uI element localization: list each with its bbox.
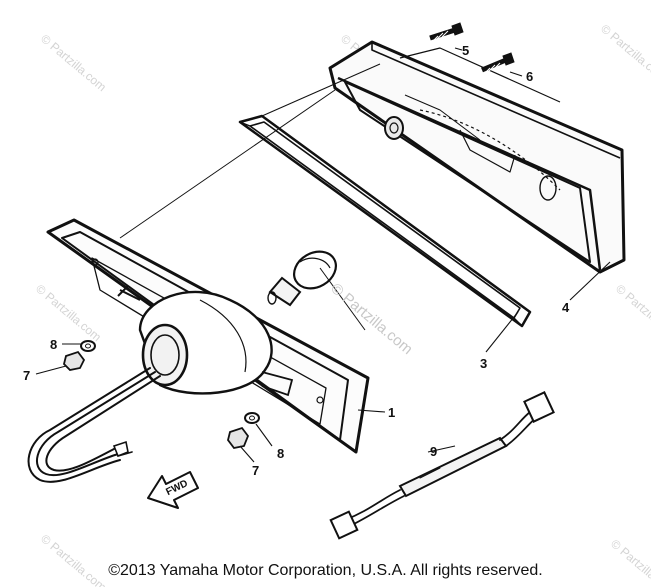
fwd-arrow: FWD: [147, 471, 199, 509]
part-4-lens-housing: [328, 40, 626, 274]
callout-9: 9: [430, 444, 437, 459]
bulb: [267, 250, 337, 307]
part-8-washer-lower: [244, 412, 260, 424]
callout-5: 5: [462, 43, 469, 58]
part-6-screw: [481, 52, 515, 75]
watermark-mid-right: © Partzilla.com: [613, 282, 651, 345]
part-8-washer-upper: [80, 340, 96, 352]
callout-3: 3: [480, 356, 487, 371]
leader-lines: [35, 47, 611, 463]
part-5-screw: [429, 22, 464, 43]
copyright-notice: ©2013 Yamaha Motor Corporation, U.S.A. A…: [108, 562, 543, 579]
part-7-nut-lower: [227, 426, 250, 449]
callout-8-lower: 8: [277, 446, 284, 461]
part-7-nut-upper: [63, 350, 86, 371]
callout-6: 6: [526, 69, 533, 84]
callout-7-upper: 7: [23, 368, 30, 383]
watermark-mid-left: © Partzilla.com: [33, 282, 104, 345]
part-3-gasket: [238, 114, 532, 328]
callout-4: 4: [562, 300, 570, 315]
assembly-lines: [119, 63, 381, 331]
lamp-socket-assembly: [117, 285, 294, 397]
callout-8-upper: 8: [50, 337, 57, 352]
callout-1: 1: [388, 405, 395, 420]
harness-wires: [27, 367, 161, 483]
callout-7-lower: 7: [252, 463, 259, 478]
watermark-center: © Partzilla.com: [327, 280, 415, 358]
watermark-top-right: © Partzilla.com: [598, 22, 651, 85]
watermark-top-left: © Partzilla.com: [38, 32, 109, 95]
part-9-wire-harness: [329, 391, 555, 540]
